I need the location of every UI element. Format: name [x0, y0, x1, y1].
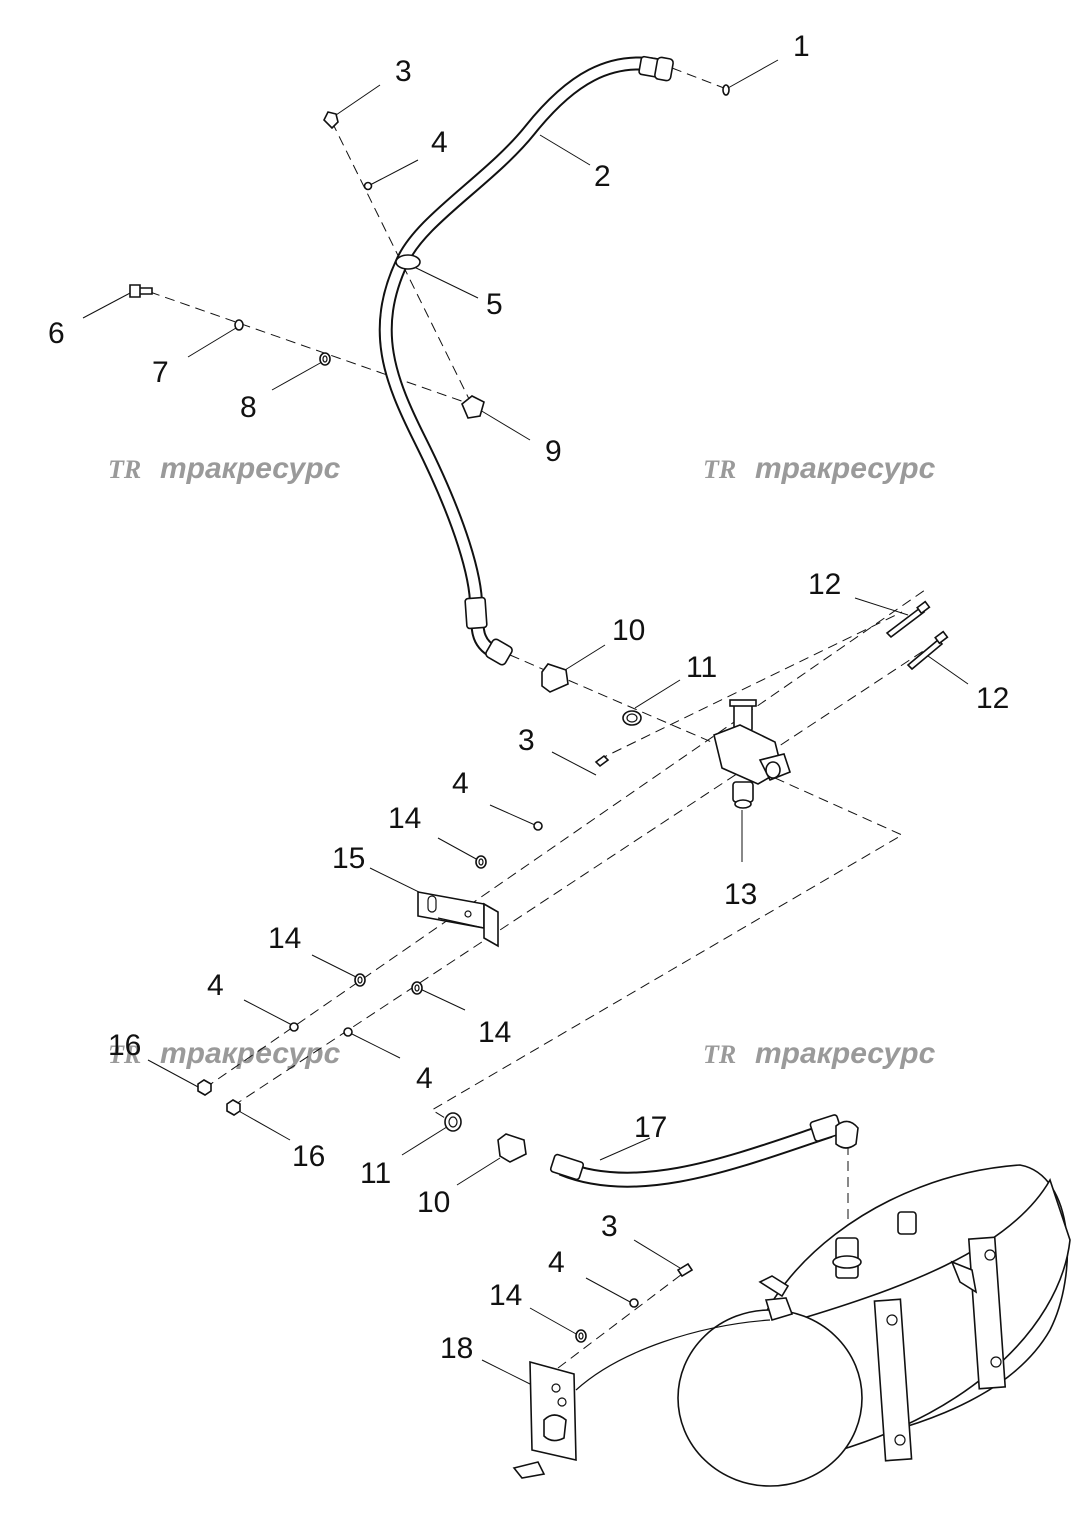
leader-lines: [82, 59, 969, 1386]
callout-18: 18: [440, 1332, 473, 1365]
callout-9: 9: [545, 435, 562, 468]
callout-12: 12: [808, 568, 841, 601]
part-11-seal: [622, 710, 642, 726]
watermark-text: тракресурс: [160, 452, 341, 485]
part-1-seal: [722, 84, 730, 96]
callout-10: 10: [612, 614, 645, 647]
callout-3: 3: [395, 55, 412, 88]
watermark-4: TR тракресурс: [703, 1037, 936, 1070]
callout-13: 13: [724, 878, 757, 911]
part-8-washer: [319, 352, 331, 366]
callout-14: 14: [388, 802, 421, 835]
part-10-fitting-b: [497, 1133, 527, 1163]
watermark-logo: TR: [108, 455, 141, 484]
watermark-text: тракресурс: [160, 1037, 341, 1070]
hose-upper: [378, 55, 674, 666]
callout-12: 12: [976, 682, 1009, 715]
part-6-bolt: [129, 284, 153, 298]
watermark-logo: TR: [703, 1040, 736, 1069]
part-14-washer-c: [411, 981, 423, 995]
callout-4: 4: [416, 1062, 433, 1095]
part-10-fitting: [541, 663, 569, 693]
bracket-18-group: [512, 1262, 771, 1479]
part-16-nut-a: [197, 1079, 212, 1096]
part-4-washer-c: [289, 1022, 299, 1032]
callout-4: 4: [548, 1246, 565, 1279]
part-13-valve: [713, 699, 791, 809]
small-parts-upper: [129, 84, 730, 419]
part-3-bolt-b: [594, 754, 610, 768]
callout-16: 16: [292, 1140, 325, 1173]
part-14-washer-b: [354, 973, 366, 987]
watermark-logo: TR: [703, 455, 736, 484]
part-9-clip: [461, 395, 485, 419]
callout-8: 8: [240, 391, 257, 424]
watermark-text: тракресурс: [755, 452, 936, 485]
part-14-washer-d: [575, 1329, 587, 1343]
callout-5: 5: [486, 288, 503, 321]
callout-17: 17: [634, 1111, 667, 1144]
part-16-nut-b: [226, 1099, 241, 1116]
part-4-washer: [363, 181, 373, 191]
part-3-bolt-c: [676, 1262, 694, 1278]
callout-3: 3: [601, 1210, 618, 1243]
callout-4: 4: [431, 126, 448, 159]
part-3-bolt: [323, 111, 339, 130]
callout-16: 16: [108, 1029, 141, 1062]
callout-14: 14: [268, 922, 301, 955]
callout-14: 14: [489, 1279, 522, 1312]
callout-2: 2: [594, 160, 611, 193]
part-18-bracket: [512, 1319, 771, 1479]
callout-3: 3: [518, 724, 535, 757]
callout-7: 7: [152, 356, 169, 389]
bracket-group: [197, 754, 610, 1116]
part-7-washer: [234, 319, 244, 331]
watermark-2: TR тракресурс: [703, 452, 936, 485]
callout-11: 11: [360, 1157, 391, 1190]
callout-4: 4: [452, 767, 469, 800]
part-14-washer-a: [475, 855, 487, 869]
part-4-washer-d: [343, 1027, 353, 1037]
watermark-logo: TR: [108, 1040, 141, 1069]
part-12-bolts: [885, 600, 949, 671]
part-15-bracket: [417, 891, 499, 948]
part-4-washer-e: [629, 1298, 639, 1308]
callout-6: 6: [48, 317, 65, 350]
watermark-1: TR тракресурс: [108, 452, 341, 485]
callout-4: 4: [207, 969, 224, 1002]
air-tank: [677, 1164, 1071, 1487]
part-11-seal-b: [444, 1112, 462, 1132]
watermark-3: TR тракресурс: [108, 1037, 341, 1070]
callout-1: 1: [793, 30, 810, 63]
callout-11: 11: [686, 651, 717, 684]
assembly-lines: [149, 67, 941, 1369]
watermark-text: тракресурс: [755, 1037, 936, 1070]
callout-14: 14: [478, 1016, 511, 1049]
callout-10: 10: [417, 1186, 450, 1219]
callouts: 1 2 3 4 5 6 7 8 9 10 11 12 12 13 3 4 14 …: [48, 30, 1009, 1365]
part-4-washer-b: [533, 821, 543, 831]
valve-group: [541, 600, 949, 809]
callout-15: 15: [332, 842, 365, 875]
hose-lower: [444, 1112, 859, 1188]
